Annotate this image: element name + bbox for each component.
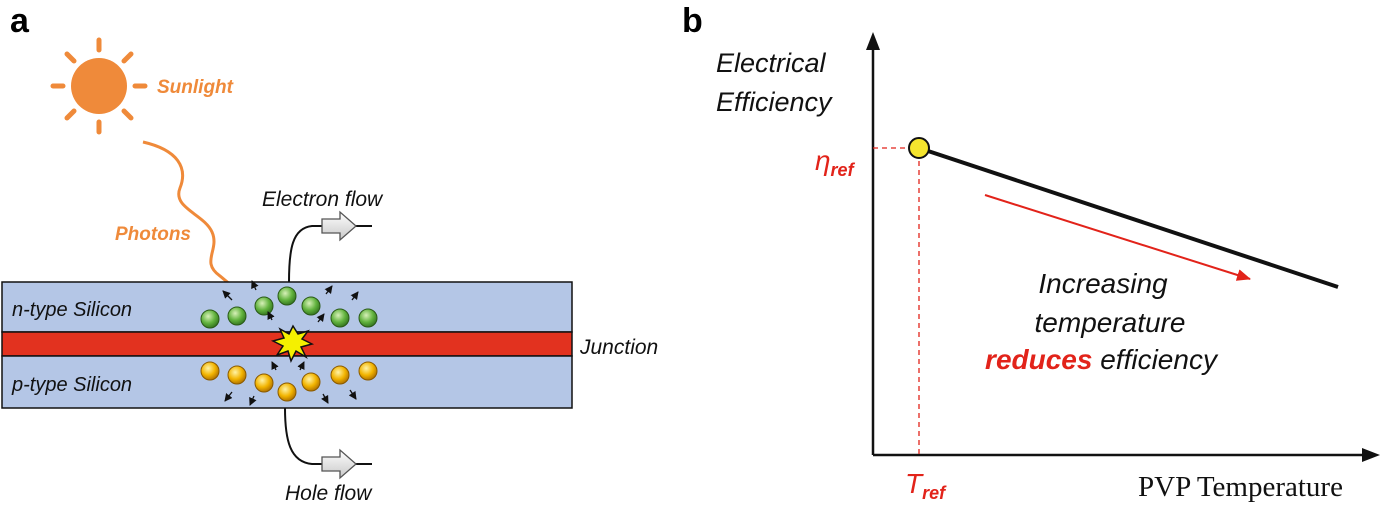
electron bbox=[254, 296, 274, 316]
annotation-line3: reduces efficiency bbox=[985, 344, 1219, 375]
y-axis-title-line2: Efficiency bbox=[716, 87, 833, 117]
panel-b-label: b bbox=[682, 2, 703, 40]
hole bbox=[200, 361, 220, 381]
eta-symbol: η bbox=[815, 145, 831, 176]
reference-point bbox=[908, 137, 930, 159]
eta-ref-label: ηref bbox=[815, 145, 856, 180]
n-type-label: n-type Silicon bbox=[12, 299, 132, 321]
annotation-line1: Increasing bbox=[1038, 268, 1168, 299]
panel-a-label: a bbox=[10, 2, 30, 40]
electrons-group bbox=[200, 286, 378, 329]
junction-label: Junction bbox=[579, 336, 658, 359]
electron-flow-label: Electron flow bbox=[262, 188, 384, 211]
hole bbox=[277, 382, 297, 402]
hole-flow-wire bbox=[284, 407, 372, 465]
sunlight-label: Sunlight bbox=[157, 77, 234, 98]
hole bbox=[254, 373, 274, 393]
trend-arrow bbox=[984, 194, 1251, 281]
hole bbox=[330, 365, 350, 385]
electron bbox=[358, 308, 378, 328]
t-subscript: ref bbox=[922, 483, 947, 503]
t-ref-label: Tref bbox=[905, 468, 947, 503]
x-axis-title: PVP Temperature bbox=[1138, 471, 1343, 503]
electron-flow-arrow-icon bbox=[321, 210, 357, 242]
electron bbox=[227, 306, 247, 326]
annotation-rest: efficiency bbox=[1092, 344, 1218, 375]
panel-a: a Sunlight Photons n-type Silicon p-type… bbox=[1, 2, 658, 505]
annotation-red-word: reduces bbox=[985, 344, 1092, 375]
photons-label: Photons bbox=[115, 224, 191, 245]
y-axis-title-line1: Electrical bbox=[716, 48, 827, 78]
panel-b: b Electrical Efficiency PVP Temperature … bbox=[682, 2, 1380, 503]
electron bbox=[330, 308, 350, 328]
sun-icon bbox=[50, 37, 148, 135]
eta-subscript: ref bbox=[831, 160, 856, 180]
hole-flow-arrow-icon bbox=[321, 448, 357, 480]
carrier-motion-arrows bbox=[222, 280, 359, 406]
spark-icon bbox=[270, 324, 315, 364]
electron bbox=[200, 309, 220, 329]
holes-group bbox=[200, 361, 378, 402]
electron bbox=[301, 296, 321, 316]
x-axis-arrowhead bbox=[1362, 448, 1380, 462]
electron bbox=[277, 286, 297, 306]
electron-flow-wire bbox=[288, 225, 372, 283]
y-axis-arrowhead bbox=[866, 32, 880, 50]
annotation-line2: temperature bbox=[1035, 307, 1186, 338]
hole bbox=[227, 365, 247, 385]
t-symbol: T bbox=[905, 468, 924, 499]
efficiency-line bbox=[918, 146, 1339, 289]
hole bbox=[301, 372, 321, 392]
hole bbox=[358, 361, 378, 381]
p-type-label: p-type Silicon bbox=[11, 374, 132, 396]
hole-flow-label: Hole flow bbox=[285, 482, 373, 505]
